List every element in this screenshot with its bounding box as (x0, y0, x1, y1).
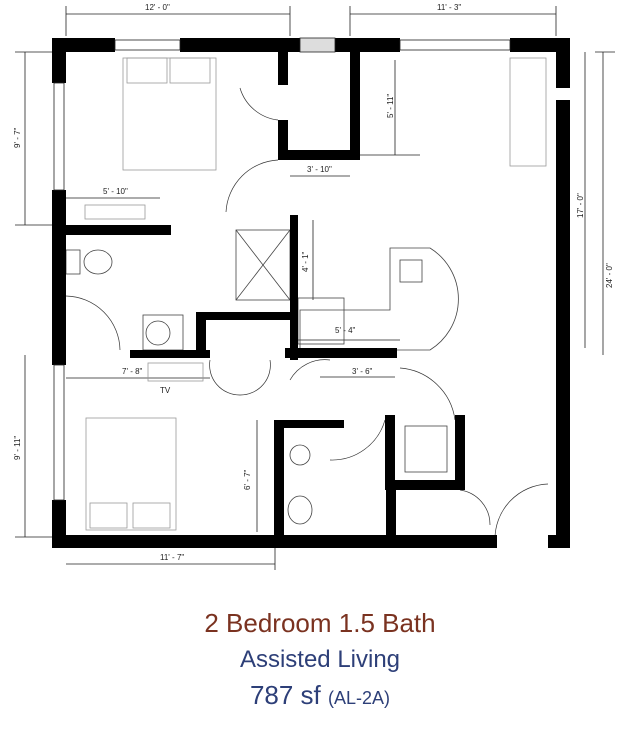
sofa (509, 57, 547, 167)
toilet-2 (287, 495, 313, 525)
washer (404, 425, 448, 473)
bed-1 (122, 57, 217, 171)
sink-1 (142, 314, 184, 351)
tv-label: TV (160, 386, 171, 395)
unit-area: 787 sf (AL-2A) (0, 680, 640, 711)
dim-counter-width: 5' - 4" (335, 326, 356, 335)
kitchen-counter (299, 247, 459, 351)
dim-overall-depth: 24' - 0" (605, 263, 614, 288)
dim-half-bath-depth: 6' - 7" (243, 469, 252, 490)
unit-code: (AL-2A) (328, 688, 391, 708)
walls (52, 38, 570, 548)
dim-bath-vanity-width: 5' - 10" (103, 187, 128, 196)
dim-top-right-width: 11' - 3" (437, 3, 461, 12)
windows (53, 37, 511, 501)
area-value: 787 sf (249, 680, 321, 710)
unit-title: 2 Bedroom 1.5 Bath (204, 608, 436, 638)
sink-2 (289, 444, 311, 466)
door-swings (65, 87, 549, 541)
dimension-lines (15, 6, 615, 570)
kitchen-sink (399, 259, 423, 283)
fixtures: TV (65, 57, 547, 531)
dim-hall-width: 7' - 8" (122, 367, 143, 376)
dim-counter-depth: 4' - 1" (301, 251, 310, 272)
dim-bedroom2-width: 11' - 7" (160, 553, 184, 562)
dim-closet-depth: 5' - 11" (386, 94, 395, 118)
dim-bedroom1-depth: 9' - 7" (13, 127, 22, 148)
unit-subtitle: Assisted Living (239, 646, 401, 673)
dim-bedroom2-depth: 9' - 11" (13, 436, 22, 460)
dim-top-left-width: 12' - 0" (145, 3, 170, 12)
toilet-1 (83, 249, 113, 275)
range (297, 297, 345, 345)
dim-closet-width: 3' - 10" (307, 165, 332, 174)
bed-2 (85, 417, 177, 531)
dim-kitchen-depth: 17' - 0" (576, 193, 585, 218)
floor-plan: TV (13, 3, 615, 570)
dim-hall-closet-width: 3' - 6" (352, 367, 373, 376)
